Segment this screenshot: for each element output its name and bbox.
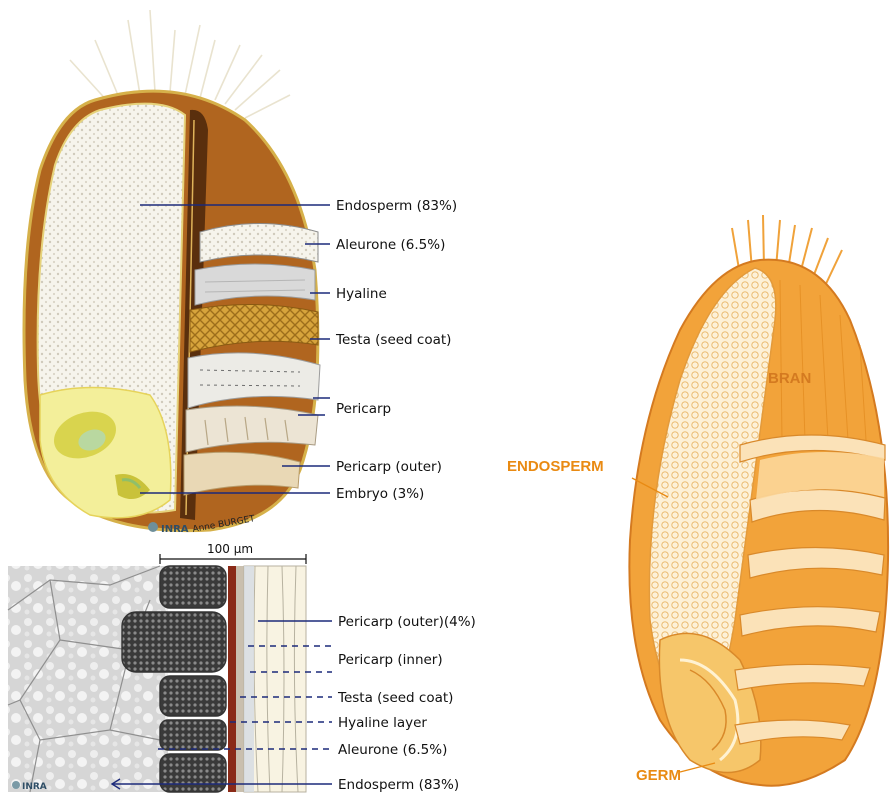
label-hyaline: Hyaline — [336, 286, 387, 302]
micro-testa — [228, 566, 236, 792]
label-aleurone: Aleurone (6.5%) — [336, 237, 445, 253]
label-pericarp: Pericarp — [336, 401, 391, 417]
micro-label-pericarp-inner: Pericarp (inner) — [338, 652, 443, 668]
micro-hyaline — [236, 566, 244, 792]
label-testa: Testa (seed coat) — [335, 332, 451, 348]
micro-section-illustration: 100 µm — [8, 542, 306, 792]
label-embryo: Embryo (3%) — [336, 486, 424, 502]
micro-label-aleurone: Aleurone (6.5%) — [338, 742, 447, 758]
micro-endosperm — [8, 566, 168, 792]
top-labels: Endosperm (83%) Aleurone (6.5%) Hyaline … — [335, 198, 457, 502]
micro-label-endosperm: Endosperm (83%) — [338, 777, 459, 793]
label-endosperm-right: ENDOSPERM — [507, 458, 604, 475]
label-endosperm: Endosperm (83%) — [336, 198, 457, 214]
micro-label-hyaline: Hyaline layer — [338, 715, 427, 731]
label-bran: BRAN — [768, 370, 811, 387]
label-pericarp-outer: Pericarp (outer) — [336, 459, 442, 475]
grain-cutaway-illustration: INRA Anne BURGET — [24, 10, 320, 535]
orange-kernel-illustration — [629, 215, 888, 786]
embryo-region — [40, 388, 171, 518]
label-germ: GERM — [636, 767, 681, 784]
credit-logo-text: INRA — [161, 524, 189, 535]
micro-label-testa: Testa (seed coat) — [337, 690, 453, 706]
micro-labels: Pericarp (outer)(4%) Pericarp (inner) Te… — [337, 614, 476, 793]
scale-bar-label: 100 µm — [207, 542, 253, 556]
micro-label-pericarp-outer: Pericarp (outer)(4%) — [338, 614, 476, 630]
svg-text:INRA: INRA — [22, 782, 47, 792]
